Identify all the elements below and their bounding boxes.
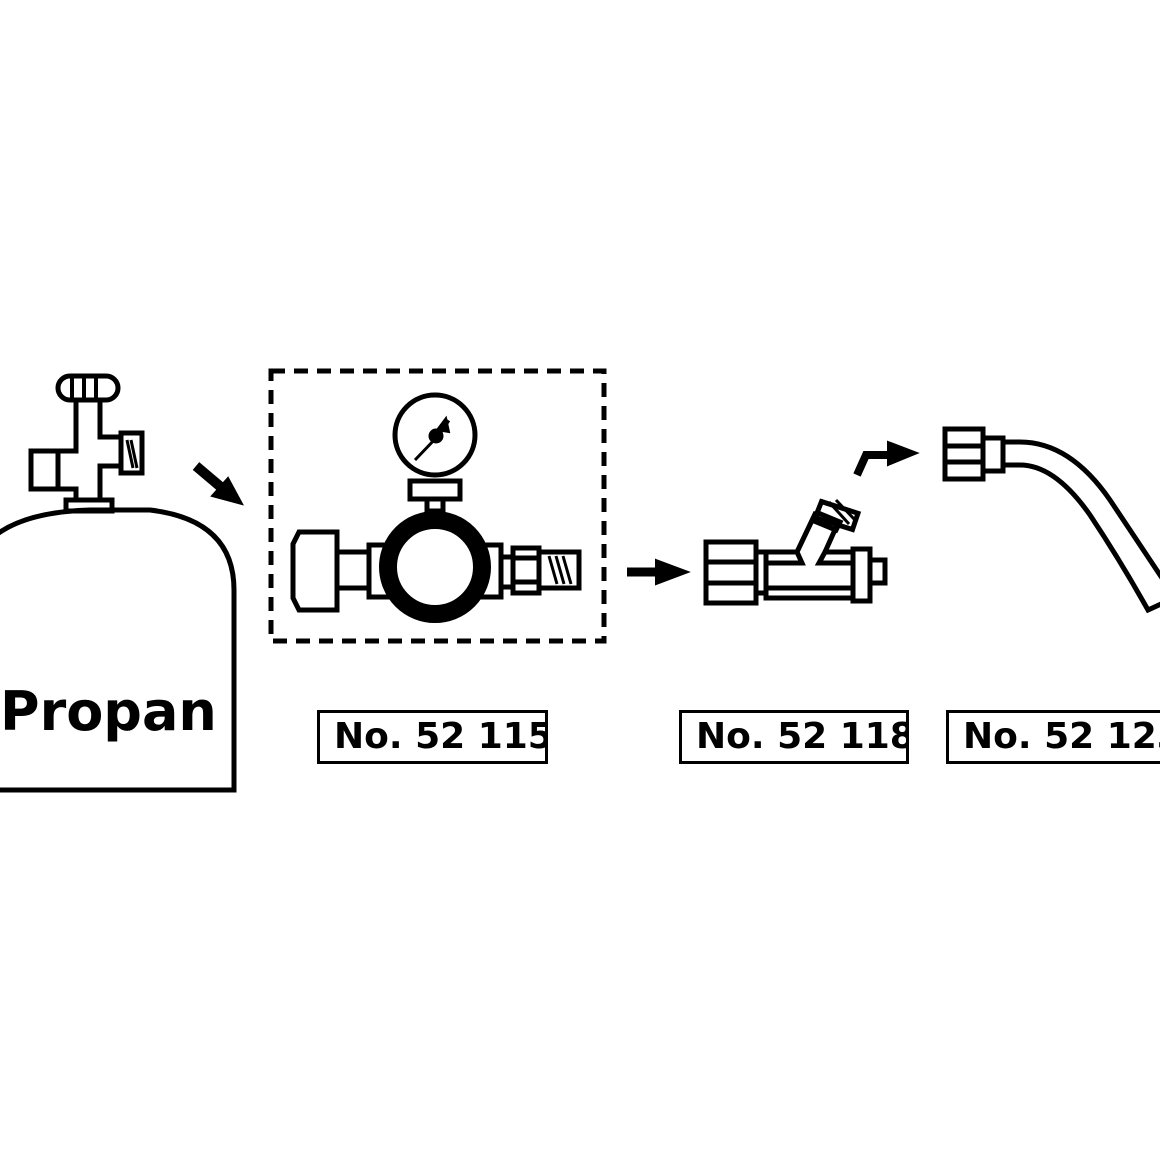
regulator — [268, 368, 607, 644]
arrow-icon — [627, 558, 691, 586]
propane-cylinder — [0, 373, 237, 793]
part-number-label-t-piece: No. 52 118 — [679, 710, 909, 764]
part-number-label-regulator: No. 52 115 — [317, 710, 548, 764]
hose — [942, 426, 1160, 614]
arrow-icon — [853, 440, 920, 477]
cylinder-label: Propan — [0, 680, 217, 743]
arrow-icon — [192, 462, 244, 506]
t-piece — [703, 498, 888, 606]
part-number-label-hose: No. 52 123 — [946, 710, 1160, 764]
